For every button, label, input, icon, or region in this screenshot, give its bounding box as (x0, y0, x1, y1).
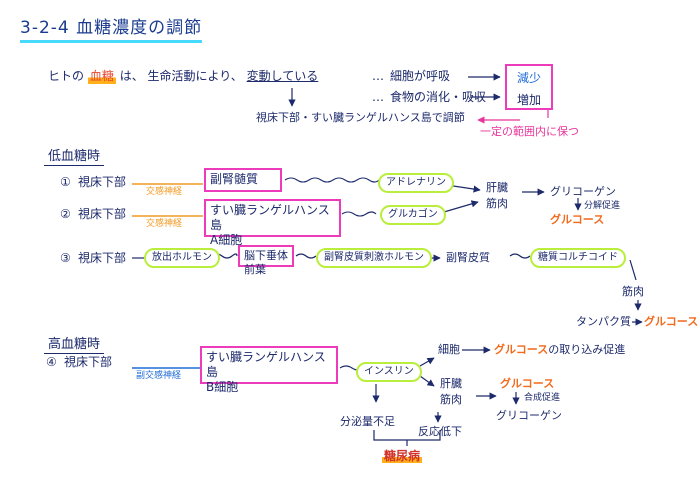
arrow-row4-liver (419, 375, 435, 387)
row3-protein: タンパク質 (576, 315, 631, 328)
row4-uptake-glucose: グルコース (494, 343, 549, 356)
wave-row1 (284, 177, 380, 183)
row4-organ-box: すい臓ランゲルハンス島 B細胞 (200, 346, 338, 394)
row3-organ: 脳下垂体前葉 (244, 249, 288, 276)
row3-muscle: 筋肉 (622, 285, 644, 298)
row4-number: ④ (46, 355, 57, 369)
row4-glucose: グルコース (500, 377, 555, 390)
row2-number: ② (60, 207, 71, 221)
intro-regulation: 視床下部・すい臓ランゲルハンス島で調節 (256, 111, 465, 124)
row2-hormone: グルカゴン (388, 209, 438, 220)
heading-hypoglycemia: 低血糖時 (44, 148, 105, 166)
result-box: 減少 増加 (505, 64, 553, 110)
intro-keep-range: 一定の範囲内に保つ (480, 125, 579, 138)
target-liver: 肝臓 (486, 181, 508, 194)
row4-uptake: グルコースの取り込み促進 (494, 344, 625, 355)
row3-releasing-pill: 放出ホルモン (144, 248, 220, 268)
row4-hormone-pill: インスリン (356, 362, 422, 382)
intro-fluctuating: 変動している (246, 69, 319, 83)
row3-organ-box: 脳下垂体前葉 (238, 245, 294, 276)
intro-particle: は、 (119, 69, 144, 83)
arrow-row2-target (443, 200, 479, 213)
row2-center: 視床下部 (78, 207, 127, 221)
wave-row2 (341, 211, 377, 217)
row4-diabetes: 糖尿病 (382, 449, 423, 463)
row3-cortico: 糖質コルチコイド (538, 252, 618, 263)
intro-line: ヒトの 血糖 は、 生命活動により、 変動している (48, 69, 319, 84)
row4-center: 視床下部 (64, 355, 113, 369)
row4-nerve: 副交感神経 (136, 371, 182, 381)
row1-nerve: 交感神経 (146, 187, 183, 197)
row4-uptake-suffix: の取り込み促進 (548, 343, 626, 356)
row3-glucose: グルコース (644, 315, 699, 328)
result-decrease: 減少 (516, 71, 541, 85)
row4-glycogen: グリコーゲン (496, 409, 562, 422)
intro-blood-sugar: 血糖 (87, 69, 116, 84)
arrow-row4-cell (419, 357, 435, 367)
row2-organ-line1: すい臓ランゲルハンス島 (210, 203, 330, 232)
row2-organ-line2: A細胞 (210, 233, 243, 247)
row4-liver: 肝臓 (440, 377, 462, 390)
row4-low-response: 反応低下 (418, 425, 462, 438)
row3-center: 視床下部 (78, 251, 127, 265)
row4-low-secretion: 分泌量不足 (340, 415, 395, 428)
row1-organ: 副腎髄質 (210, 172, 259, 186)
intro-item-digestion: 食物の消化・吸収 (390, 90, 487, 104)
page-title: 3-2-4 血糖濃度の調節 (20, 20, 203, 43)
line-row3-down (629, 259, 637, 281)
row2-nerve: 交感神経 (146, 219, 183, 229)
row4-hormone: インスリン (364, 366, 414, 377)
row3-cortico-pill: 糖質コルチコイド (530, 248, 626, 268)
row4-muscle: 筋肉 (440, 393, 462, 406)
target-muscle: 筋肉 (486, 197, 508, 210)
row1-hormone: アドレナリン (386, 177, 446, 188)
result-increase: 増加 (516, 93, 541, 107)
row3-cortex: 副腎皮質 (446, 251, 490, 264)
heading-hyperglycemia: 高血糖時 (44, 336, 105, 354)
row4-organ-line1: すい臓ランゲルハンス島 (206, 350, 326, 379)
intro-life-activity: 生命活動により、 (147, 69, 243, 83)
target-breakdown: 分解促進 (584, 201, 621, 211)
wave-row3-b (295, 253, 317, 259)
row4-organ-line2: B細胞 (206, 380, 239, 394)
intro-prefix: ヒトの (48, 69, 85, 83)
target-glycogen: グリコーゲン (550, 185, 616, 198)
row1-center: 視床下部 (78, 175, 127, 189)
intro-dots-1: … (372, 69, 384, 83)
row1-hormone-pill: アドレナリン (378, 173, 454, 193)
row2-organ-box: すい臓ランゲルハンス島 A細胞 (204, 199, 341, 247)
row4-cell: 細胞 (438, 343, 460, 356)
row3-acth: 副腎皮質刺激ホルモン (324, 252, 424, 263)
row3-number: ③ (60, 251, 71, 265)
intro-item-respiration: 細胞が呼吸 (390, 69, 451, 83)
row1-number: ① (60, 175, 71, 189)
target-glucose: グルコース (550, 213, 605, 226)
row3-releasing: 放出ホルモン (152, 252, 212, 263)
intro-dots-2: … (372, 90, 384, 104)
row2-hormone-pill: グルカゴン (380, 205, 446, 225)
wave-row3-c (509, 253, 531, 259)
row4-synthesis: 合成促進 (524, 393, 561, 403)
row3-acth-pill: 副腎皮質刺激ホルモン (316, 248, 432, 268)
row1-organ-box: 副腎髄質 (204, 168, 282, 192)
